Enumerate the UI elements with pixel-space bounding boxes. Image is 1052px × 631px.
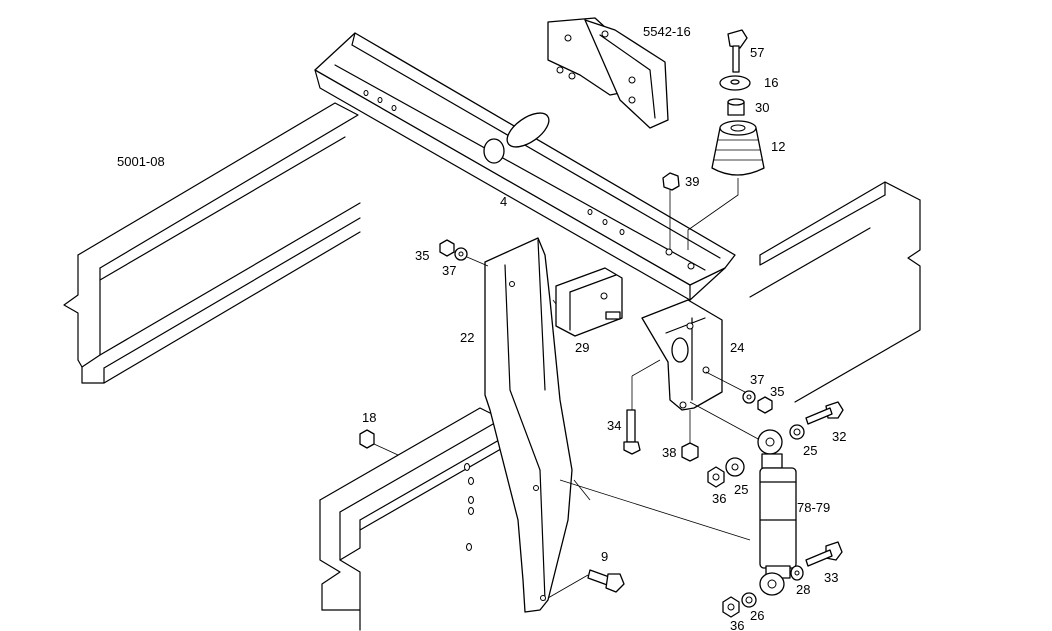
mount-29 (555, 267, 623, 337)
bush-30 (727, 98, 745, 116)
leader-12 (687, 178, 739, 250)
callout-39: 39 (685, 174, 699, 189)
ref-5001-08: 5001-08 (117, 154, 165, 169)
leader-37-35 (705, 371, 746, 393)
nut-36-middle (707, 466, 725, 488)
callout-33: 33 (824, 570, 838, 585)
callout-26: 26 (750, 608, 764, 623)
callout-9: 9 (601, 549, 608, 564)
bolt-57 (727, 29, 748, 73)
callout-25-middle: 25 (734, 482, 748, 497)
callout-34: 34 (607, 418, 621, 433)
washer-16 (719, 75, 751, 91)
nut-18 (359, 429, 399, 456)
shock-absorber (757, 429, 797, 596)
frame-rail-upper (63, 102, 361, 384)
ref-5542-16: 5542-16 (643, 24, 691, 39)
callout-29: 29 (575, 340, 589, 355)
washer-37-right (742, 390, 756, 404)
frame-rail-lower (319, 407, 521, 631)
callout-12: 12 (771, 139, 785, 154)
bolt-33 (805, 541, 843, 567)
callout-4: 4 (500, 194, 507, 209)
callout-30: 30 (755, 100, 769, 115)
callout-22: 22 (460, 330, 474, 345)
callout-37-right: 37 (750, 372, 764, 387)
nut-35-left (439, 239, 455, 257)
callout-37-left: 37 (442, 263, 456, 278)
washer-37-left (454, 247, 489, 267)
nut-35-right (757, 396, 773, 414)
leader-lines (552, 299, 751, 541)
callout-25-upper: 25 (803, 443, 817, 458)
cross-member (314, 32, 736, 301)
bracket-assembly (547, 17, 669, 129)
rubber-buffer-12 (711, 120, 765, 176)
bolt-32 (805, 401, 844, 425)
callout-36-middle: 36 (712, 491, 726, 506)
washer-28 (790, 565, 804, 581)
callout-16: 16 (764, 75, 778, 90)
bolt-9 (547, 569, 625, 599)
callout-78-79: 78-79 (797, 500, 830, 515)
callout-18: 18 (362, 410, 376, 425)
bolt-34 (623, 359, 661, 455)
callout-35-left: 35 (415, 248, 429, 263)
callout-35-right: 35 (770, 384, 784, 399)
leader-24-shock (689, 401, 761, 441)
callout-38: 38 (662, 445, 676, 460)
frame-holes (464, 463, 474, 551)
bracket-24 (641, 299, 723, 411)
callout-32: 32 (832, 429, 846, 444)
labels: 5001-08 5542-16 57 16 30 12 39 4 35 37 2… (117, 24, 846, 631)
nut-38 (681, 410, 699, 462)
frame-rail-right (749, 181, 921, 403)
bush-25-upper (789, 424, 805, 440)
bush-25-middle (725, 457, 745, 477)
callout-24: 24 (730, 340, 744, 355)
bush-26 (741, 592, 757, 608)
bracket-22 (484, 237, 573, 613)
nut-39 (662, 172, 680, 250)
callout-28: 28 (796, 582, 810, 597)
nut-36-lower (722, 596, 740, 618)
callout-57: 57 (750, 45, 764, 60)
callout-36-lower: 36 (730, 618, 744, 631)
